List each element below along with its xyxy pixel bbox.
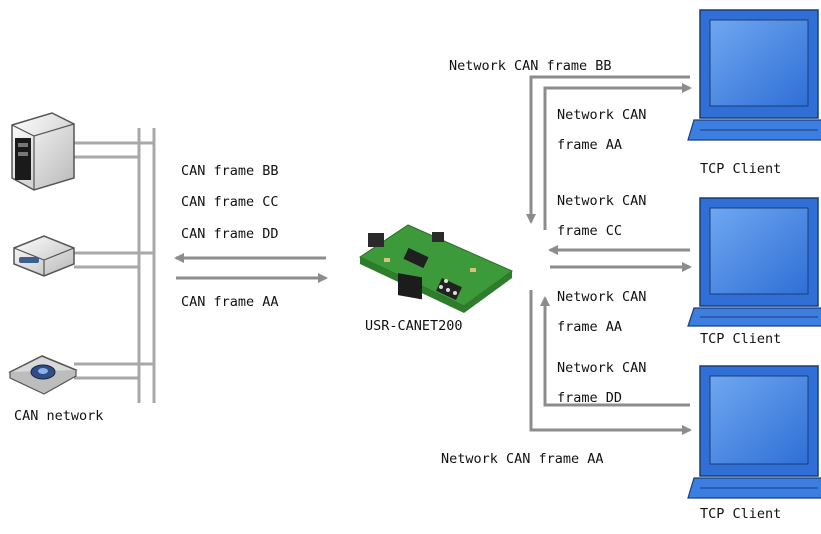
frame-label-dd: CAN frame DD bbox=[181, 226, 279, 242]
tcp-client-label-3: TCP Client bbox=[700, 506, 782, 522]
can-network-label: CAN network bbox=[14, 408, 104, 424]
middle-lower-label: Network CAN frame AA bbox=[557, 289, 647, 335]
tcp-client-monitor-3 bbox=[687, 365, 821, 499]
server-icon bbox=[11, 112, 75, 191]
tcp-client-label-2: TCP Client bbox=[700, 331, 782, 347]
top-inner-label: Network CAN frame AA bbox=[557, 107, 647, 153]
middle-upper-label: Network CAN frame CC bbox=[557, 193, 647, 239]
router-icon bbox=[13, 235, 75, 277]
tcp-client-monitor-2 bbox=[687, 197, 821, 327]
frame-label-bb: CAN frame BB bbox=[181, 163, 279, 179]
tcp-client-label-1: TCP Client bbox=[700, 161, 782, 177]
left-arrows bbox=[174, 253, 328, 283]
right-arrows bbox=[526, 75, 692, 435]
top-outer-label: Network CAN frame BB bbox=[449, 58, 612, 74]
device-label: USR-CANET200 bbox=[365, 318, 463, 334]
can-bus bbox=[74, 128, 156, 403]
frame-label-cc: CAN frame CC bbox=[181, 194, 279, 210]
frame-label-aa: CAN frame AA bbox=[181, 294, 279, 310]
camera-icon bbox=[8, 355, 78, 395]
bottom-inner-label: Network CAN frame DD bbox=[557, 360, 647, 406]
tcp-client-monitor-1 bbox=[687, 9, 821, 141]
bottom-outer-label: Network CAN frame AA bbox=[441, 451, 604, 467]
circuit-board-icon bbox=[358, 224, 513, 313]
